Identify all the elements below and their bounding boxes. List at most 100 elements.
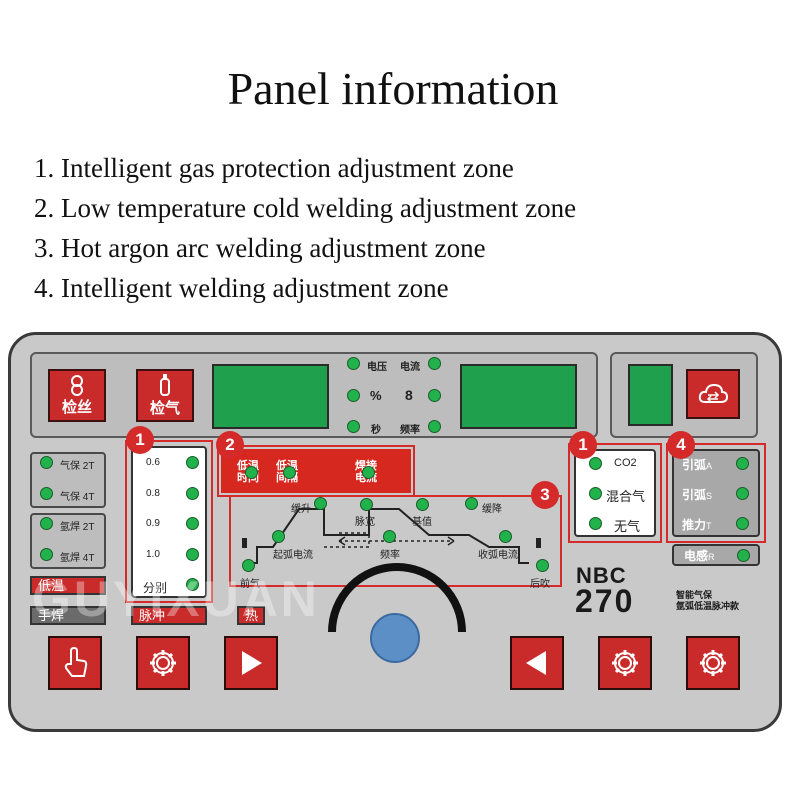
- post-flow-led[interactable]: [536, 559, 549, 572]
- base-value-led[interactable]: [416, 498, 429, 511]
- zone-badge-3: 3: [531, 481, 559, 509]
- model-description: 智能气保氩弧低温脉冲款: [676, 590, 740, 611]
- gear-icon: [700, 650, 726, 676]
- wire-size-0-9-led[interactable]: [186, 517, 199, 530]
- seconds-label: 秒: [371, 425, 381, 436]
- hand-pointer-icon: [64, 646, 88, 677]
- inductance-r-led[interactable]: [737, 549, 750, 562]
- start-current-led[interactable]: [272, 530, 285, 543]
- no-gas-led[interactable]: [589, 517, 602, 530]
- zone-line-3: 3. Hot argon arc welding adjustment zone: [34, 233, 486, 263]
- page-title: Panel information: [227, 63, 559, 114]
- base-value-label: 基值: [412, 517, 432, 528]
- play-left-icon: [526, 651, 546, 675]
- arc-force-t-led[interactable]: [736, 517, 749, 530]
- mig-4t-led: [40, 487, 53, 500]
- co2-led[interactable]: [589, 457, 602, 470]
- tig-4t-led: [40, 548, 53, 561]
- zone-3-frame: [229, 495, 562, 587]
- wire-size-0-8-led[interactable]: [186, 487, 199, 500]
- left-display-screen: [212, 364, 329, 429]
- frequency-led: [428, 420, 441, 433]
- current-label: 电流: [400, 362, 420, 373]
- zone-badge-1-left: 1: [126, 426, 154, 454]
- arc-start-a-label: 引弧A: [682, 458, 713, 472]
- wire-spool-icon: [71, 375, 83, 396]
- adjustment-knob[interactable]: [322, 560, 472, 670]
- slow-rise-label: 缓升: [291, 504, 311, 515]
- arc-start-a-led[interactable]: [736, 457, 749, 470]
- arc-start-s-label: 引弧S: [682, 488, 713, 502]
- tig-2t-led: [40, 517, 53, 530]
- zone-line-1: 1. Intelligent gas protection adjustment…: [34, 153, 514, 183]
- model-number: 270: [575, 583, 635, 619]
- gas-check-label: 检气: [149, 400, 180, 417]
- tig-4t-label[interactable]: 氩焊 4T: [60, 553, 95, 564]
- zone-badge-4: 4: [667, 431, 695, 459]
- hand-weld-button[interactable]: 手焊: [30, 606, 106, 625]
- weld-current-led[interactable]: [362, 466, 375, 479]
- pulse-button[interactable]: 脉冲: [131, 606, 207, 625]
- mixed-gas-led[interactable]: [589, 487, 602, 500]
- gas-type-group: [574, 449, 656, 537]
- settings-button-left[interactable]: [136, 636, 190, 690]
- wire-size-1-0-led[interactable]: [186, 548, 199, 561]
- percent-label: %: [370, 388, 382, 403]
- zone-line-2: 2. Low temperature cold welding adjustme…: [34, 193, 577, 223]
- low-temp-time-led[interactable]: [245, 466, 258, 479]
- settings-button-right[interactable]: [686, 636, 740, 690]
- frequency-label: 频率: [400, 425, 420, 436]
- wire-size-0-6-led[interactable]: [186, 456, 199, 469]
- arc-force-t-label: 推力T: [682, 518, 712, 532]
- co2-label: CO2: [614, 457, 637, 469]
- mig-2t-label[interactable]: 气保 2T: [60, 461, 95, 472]
- mixed-gas-label: 混合气: [606, 489, 646, 504]
- start-current-label: 起弧电流: [273, 550, 313, 561]
- play-right-icon: [242, 651, 262, 675]
- wire-size-separate: 分别: [143, 581, 168, 595]
- gear-icon: [612, 650, 638, 676]
- watermark: GUYIXUAN: [32, 571, 320, 627]
- frequency-curve-label: 频率: [380, 550, 400, 561]
- tig-2t-label[interactable]: 氩焊 2T: [60, 522, 95, 533]
- wire-check-button[interactable]: 检丝: [48, 369, 106, 422]
- zone-4-frame: [666, 443, 766, 543]
- slow-fall-label: 缓降: [482, 504, 502, 515]
- zone-1-frame: [125, 440, 213, 603]
- pre-flow-led[interactable]: [242, 559, 255, 572]
- mig-4t-label[interactable]: 气保 4T: [60, 492, 95, 503]
- wire-size-separate-led[interactable]: [186, 578, 199, 591]
- zone-line-4: 4. Intelligent welding adjustment zone: [34, 273, 449, 303]
- next-button[interactable]: [224, 636, 278, 690]
- zone-1-right-frame: [568, 443, 662, 543]
- gas-check-button[interactable]: 检气: [136, 369, 194, 422]
- gear-icon: [150, 650, 176, 676]
- settings-button-middle[interactable]: [598, 636, 652, 690]
- manual-touch-button[interactable]: [48, 636, 102, 690]
- wire-size-1-0: 1.0: [146, 549, 160, 560]
- wire-check-label: 检丝: [61, 399, 92, 416]
- post-flow-label: 后吹: [530, 579, 550, 590]
- slow-rise-led[interactable]: [314, 497, 327, 510]
- mig-2t-led: [40, 456, 53, 469]
- gas-cylinder-icon: [160, 374, 170, 396]
- crater-current-led[interactable]: [499, 530, 512, 543]
- inductance-symbol: 8: [405, 387, 413, 403]
- cloud-sync-icon: [698, 383, 729, 403]
- pre-flow-label: 前气: [240, 579, 260, 590]
- zone-badge-1-right: 1: [569, 431, 597, 459]
- frequency-curve-led[interactable]: [383, 530, 396, 543]
- wire-size-0-6: 0.6: [146, 457, 160, 468]
- seconds-led: [347, 420, 360, 433]
- previous-button[interactable]: [510, 636, 564, 690]
- hot-button[interactable]: 热: [237, 606, 265, 625]
- zone-badge-2: 2: [216, 431, 244, 459]
- inductance-label: 电感R: [684, 549, 715, 563]
- low-temp-button[interactable]: 低温: [30, 576, 106, 595]
- pulse-width-led[interactable]: [360, 498, 373, 511]
- low-temp-interval-led[interactable]: [283, 466, 296, 479]
- slow-fall-led[interactable]: [465, 497, 478, 510]
- current-led: [428, 357, 441, 370]
- arc-start-s-led[interactable]: [736, 487, 749, 500]
- connect-button[interactable]: [686, 369, 740, 419]
